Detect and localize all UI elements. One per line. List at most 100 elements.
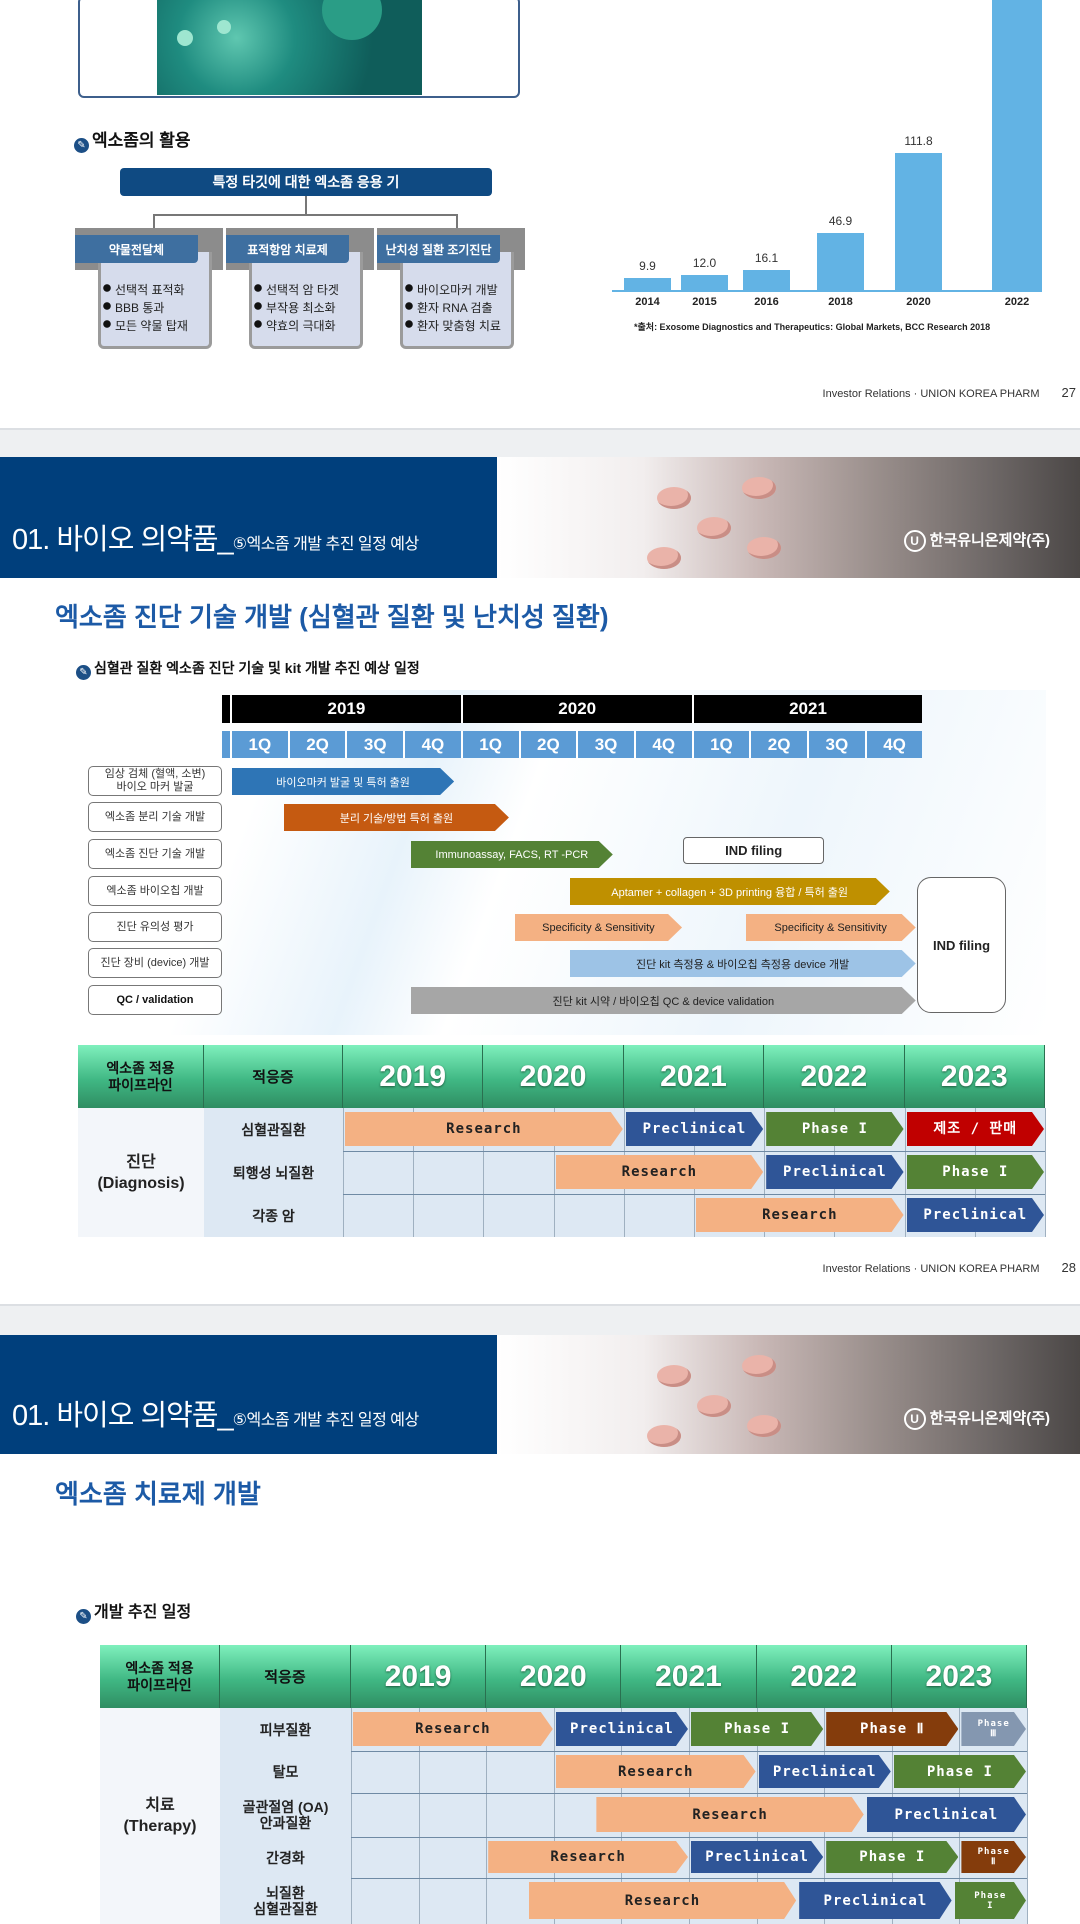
phase-bar: Research	[556, 1155, 764, 1189]
year-header: 2021	[691, 695, 923, 723]
chart-axis	[612, 290, 1042, 292]
org-top-bar: 특정 타깃에 대한 엑소좀 응용 기	[120, 168, 492, 196]
phase-bar: Research	[529, 1882, 796, 1919]
phase-bar: Preclinical	[556, 1712, 688, 1746]
branch-item: 선택적 표적화	[103, 281, 185, 298]
indication-label: 골관절염 (OA) 안과질환	[220, 1793, 351, 1837]
grid-line	[553, 1708, 555, 1924]
grid-line	[904, 1108, 906, 1237]
year-bar	[222, 695, 922, 723]
bar-value-label: 12.0	[692, 256, 717, 271]
branch-item: 모든 약물 탑재	[103, 317, 188, 334]
phase-bar: Preclinical	[691, 1841, 823, 1873]
x-tick-label: 2015	[692, 296, 717, 308]
col-header-indication: 적응증	[204, 1045, 343, 1108]
grid-line	[764, 1108, 766, 1237]
phase-bar: Phase I	[955, 1882, 1026, 1919]
x-tick-label: 2014	[635, 296, 660, 308]
footer-text: Investor Relations · UNION KOREA PHARM	[822, 1263, 1040, 1275]
row-label: 임상 검체 (혈액, 소변) 바이오 마커 발굴	[88, 766, 222, 796]
quarter-header: 3Q	[345, 731, 403, 758]
phase-bar: Phase I	[691, 1712, 823, 1746]
year-header: 2019	[343, 1045, 484, 1108]
branch-item: 부작용 최소화	[254, 299, 336, 316]
ind-filing-box: IND filing	[682, 837, 825, 864]
slide-title-sub: ⑤엑소좀 개발 추진 일정 예상	[232, 536, 420, 553]
year-header: 2023	[891, 1645, 1027, 1708]
vesicle-shape	[217, 20, 231, 34]
branch-title: 약물전달체	[75, 235, 198, 263]
quarter-header: 4Q	[403, 731, 461, 758]
x-tick-label: 2020	[906, 296, 931, 308]
row-label: 엑소좀 진단 기술 개발	[88, 839, 222, 869]
section-heading: ✎엑소좀의 활용	[74, 126, 191, 153]
quarter-header: 1Q	[460, 731, 519, 758]
ind-filing-final-box: IND filing	[917, 877, 1006, 1013]
group-label: 치료 (Therapy)	[123, 1797, 197, 1835]
bar-value-label: 111.8	[904, 134, 933, 149]
globe-icon: ✎	[74, 138, 89, 153]
year-header: 2021	[621, 1645, 757, 1708]
year-header: 2020	[483, 1045, 624, 1108]
grid-line	[351, 1708, 352, 1924]
grid-line	[1027, 1708, 1028, 1924]
quarter-header: 1Q	[230, 731, 288, 758]
row-label: 엑소좀 분리 기술 개발	[88, 802, 222, 832]
row-label: 진단 유의성 평가	[88, 912, 222, 942]
branch-item: 환자 맞춤형 치료	[405, 317, 501, 334]
row-divider	[220, 1751, 1027, 1752]
slide-title-sub: ⑤엑소좀 개발 추진 일정 예상	[232, 1412, 420, 1429]
quarter-header: 1Q	[691, 731, 750, 758]
grid-line	[343, 1108, 344, 1237]
quarter-header: 4Q	[864, 731, 923, 758]
indication-label: 심혈관질환	[204, 1108, 343, 1151]
x-tick-label: 2022	[1004, 296, 1030, 308]
branch-item: 약효의 극대화	[254, 317, 336, 334]
exosome-image-frame	[78, 0, 520, 98]
logo-mark-icon: U	[903, 530, 926, 552]
indication-label: 탈모	[220, 1751, 351, 1793]
slide-title-main: 01. 바이오 의약품_	[12, 524, 234, 556]
slide-header: 01. 바이오 의약품_⑤엑소좀 개발 추진 일정 예상	[0, 1335, 497, 1454]
quarter-header: 2Q	[749, 731, 807, 758]
row-label: 진단 장비 (device) 개발	[88, 948, 222, 978]
subheading: ✎개발 추진 일정	[76, 1598, 191, 1624]
footer: Investor Relations · UNION KOREA PHARM 28	[823, 1260, 1076, 1275]
branch-item: BBB 통과	[103, 299, 165, 316]
logo-text: 한국유니온제약(주)	[929, 532, 1050, 549]
phase-bar: Research	[556, 1755, 756, 1788]
year-header: 2020	[486, 1645, 622, 1708]
branch-item: 선택적 암 타겟	[254, 281, 339, 298]
x-tick-label: 2018	[828, 296, 853, 308]
row-divider	[220, 1837, 1027, 1838]
col-header-pipeline: 엑소좀 적용 파이프라인	[100, 1645, 220, 1708]
quarter-bar	[222, 731, 922, 758]
phase-bar: Research	[345, 1112, 623, 1146]
phase-bar: Phase I	[894, 1755, 1026, 1788]
phase-bar: 제조 / 판매	[907, 1112, 1044, 1146]
footer-text: Investor Relations · UNION KOREA PHARM	[822, 388, 1040, 400]
page-heading: 엑소좀 치료제 개발	[55, 1479, 261, 1509]
cell-shape	[322, 0, 382, 40]
gantt-bar: 분리 기술/방법 특허 출원	[284, 804, 509, 831]
year-header: 2022	[764, 1045, 905, 1108]
slide-title: 01. 바이오 의약품_⑤엑소좀 개발 추진 일정 예상	[12, 1392, 419, 1434]
year-header: 2022	[756, 1645, 892, 1708]
gantt-bar: 진단 kit 시약 / 바이오칩 QC & device validation	[411, 987, 916, 1014]
gantt-bar: Immunoassay, FACS, RT -PCR	[411, 841, 613, 868]
page-number: 28	[1061, 1260, 1076, 1275]
globe-icon: ✎	[76, 665, 91, 680]
indication-label: 간경화	[220, 1837, 351, 1878]
bar-value-label: 16.1	[754, 251, 779, 266]
slide-title: 01. 바이오 의약품_⑤엑소좀 개발 추진 일정 예상	[12, 516, 419, 558]
quarter-header: 2Q	[287, 731, 346, 758]
quarter-header: 2Q	[518, 731, 577, 758]
quarter-header: 3Q	[576, 731, 634, 758]
gantt-bar: 바이오마커 발굴 및 특허 출원	[232, 768, 454, 795]
bar-value-label: 46.9	[828, 213, 853, 228]
x-tick-label: 2016	[754, 296, 779, 308]
